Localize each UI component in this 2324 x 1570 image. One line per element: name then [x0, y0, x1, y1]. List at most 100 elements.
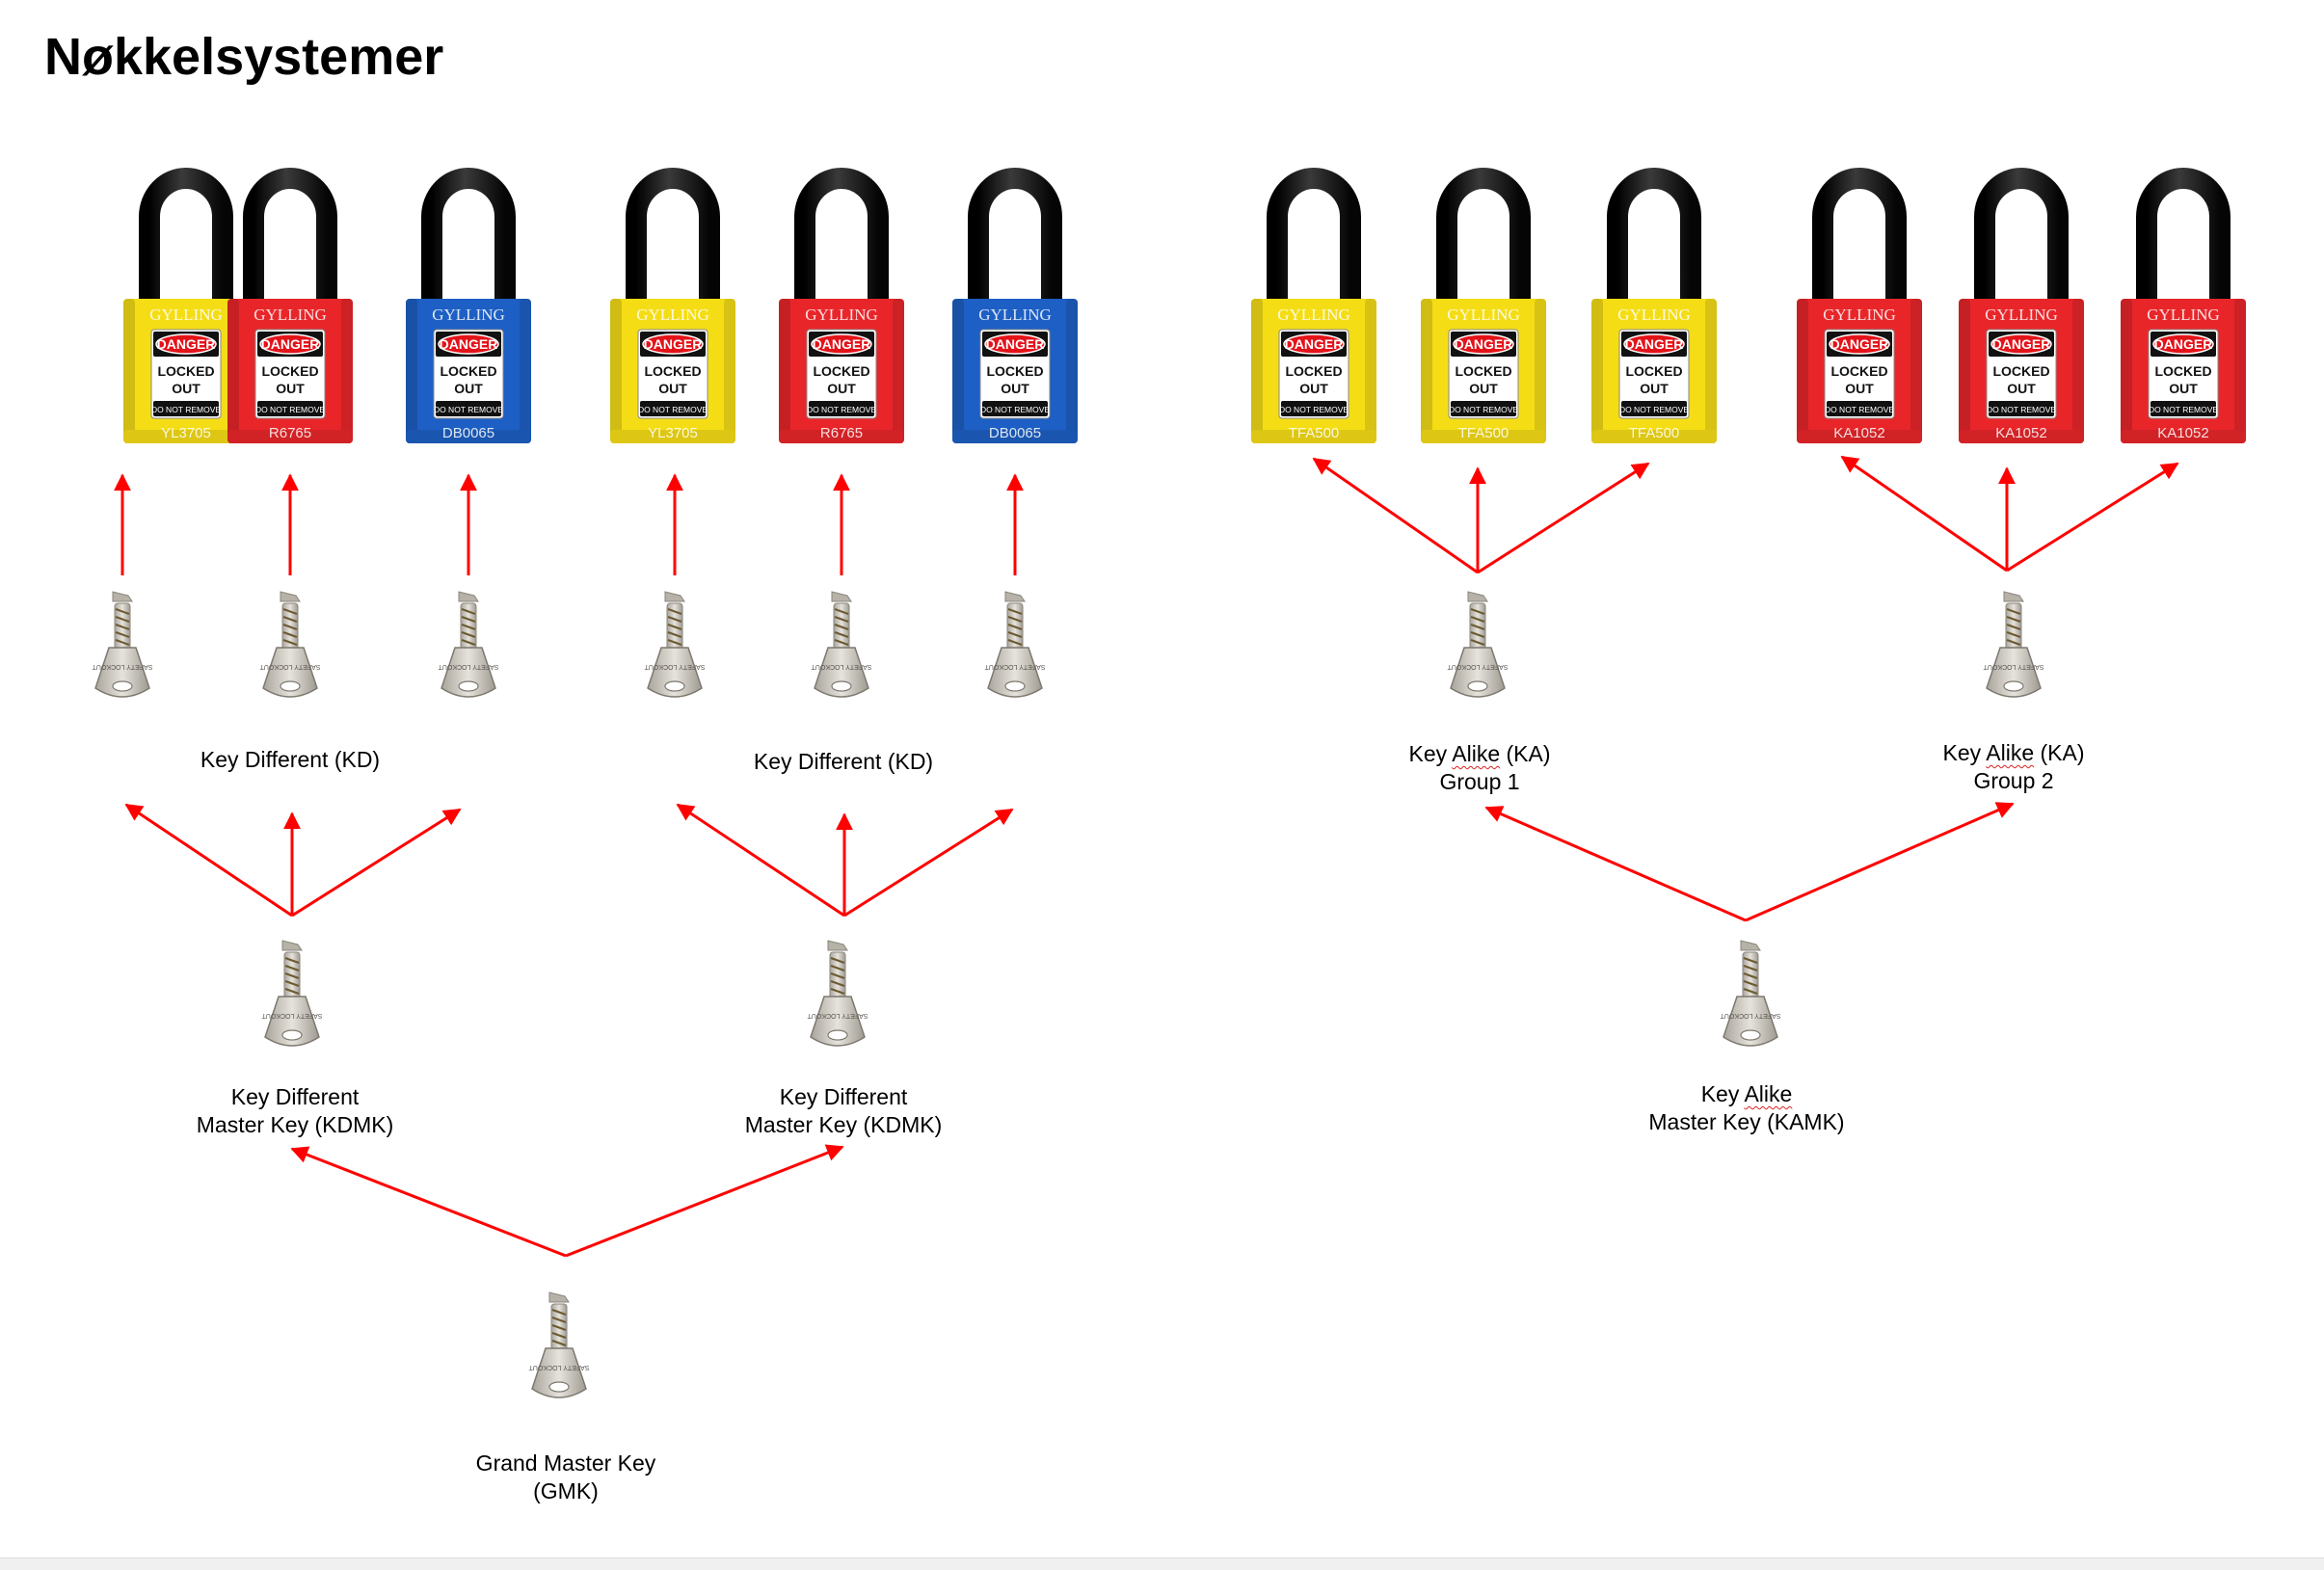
key-hole [1740, 1029, 1761, 1041]
label-ka-group-1: Key Alike (KA) Group 1 [1408, 741, 1551, 794]
key-hole [827, 1029, 848, 1041]
danger-text: DANGER [1992, 336, 2051, 352]
key-cut [834, 616, 849, 623]
key-cut [1007, 631, 1023, 638]
danger-oval [259, 333, 321, 355]
lock-body-shadow [227, 299, 239, 443]
key-hole [548, 1381, 570, 1393]
do-not-remove-text: DO NOT REMOVE [434, 405, 503, 414]
key-cut [282, 608, 298, 615]
key-hole [2003, 680, 2024, 692]
lock-body-base [227, 430, 353, 443]
do-not-remove-text: DO NOT REMOVE [1987, 405, 2056, 414]
key-cut [115, 624, 130, 630]
key-icon: SAFETY LOCKOUT [811, 591, 871, 698]
key-icon: SAFETY LOCKOUT [1983, 591, 2044, 698]
key-cut [1743, 957, 1758, 964]
brand-text: GYLLING [805, 306, 878, 324]
shackle [968, 168, 1062, 304]
lock-body-shadow [779, 299, 790, 443]
do-not-remove-band [1281, 401, 1347, 416]
do-not-remove-text: DO NOT REMOVE [638, 405, 708, 414]
arrow [565, 1144, 844, 1258]
key-hole [1004, 680, 1026, 692]
key-cut [284, 988, 300, 995]
key-bow [1723, 996, 1778, 1047]
lock-body-shadow [520, 299, 531, 443]
do-not-remove-text: DO NOT REMOVE [1449, 405, 1518, 414]
key-cut [282, 631, 298, 638]
key-stamp-text: SAFETY LOCKOUT [1983, 663, 2044, 670]
page-title: Nøkkelsystemer [44, 28, 444, 86]
lock-body-base [1959, 430, 2084, 443]
key-cut [284, 965, 300, 971]
do-not-remove-text: DO NOT REMOVE [1279, 405, 1349, 414]
key-bow [1986, 647, 2042, 698]
arrow [1312, 457, 1479, 574]
label-ka-group-2: Key Alike (KA) Group 2 [1942, 740, 2085, 793]
out-text: OUT [2007, 381, 2036, 396]
key-tip [831, 591, 852, 602]
arrow [124, 803, 293, 918]
keys-layer: SAFETY LOCKOUT SAFETY LOCKOUT SAFETY LOCKO… [92, 591, 2044, 1398]
danger-oval [438, 333, 499, 355]
key-icon: SAFETY LOCKOUT [984, 591, 1045, 698]
shackle [139, 168, 233, 304]
arrow [1484, 806, 1747, 922]
key-cut [284, 980, 300, 987]
key-cut [667, 608, 682, 615]
key-tip [664, 591, 685, 602]
key-cut [830, 988, 845, 995]
key-cut [1470, 616, 1485, 623]
out-text: OUT [658, 381, 687, 396]
brand-text: GYLLING [1617, 306, 1691, 324]
key-icon: SAFETY LOCKOUT [261, 940, 322, 1047]
lock-body-shadow [1365, 299, 1376, 443]
key-cut [282, 616, 298, 623]
key-bow [810, 996, 866, 1047]
danger-text: DANGER [1830, 336, 1889, 352]
danger-oval [642, 333, 704, 355]
key-cut [1007, 624, 1023, 630]
out-text: OUT [827, 381, 856, 396]
key-cut [1743, 972, 1758, 979]
key-cut [551, 1309, 567, 1316]
key-cut [834, 624, 849, 630]
key-tip [1740, 940, 1761, 951]
arrow [676, 803, 845, 918]
arrow [1840, 455, 2008, 572]
label-kamk: Key Alike Master Key (KAMK) [1648, 1081, 1845, 1134]
key-cut [2006, 624, 2021, 630]
key-cut [284, 957, 300, 964]
danger-oval [1453, 333, 1514, 355]
lock-body-shadow [2121, 299, 2132, 443]
shackle [2136, 168, 2231, 304]
do-not-remove-text: DO NOT REMOVE [151, 405, 221, 414]
lock-body-shadow [1910, 299, 1922, 443]
lock-body-shadow [1797, 299, 1808, 443]
key-icon: SAFETY LOCKOUT [1447, 591, 1509, 698]
brand-text: GYLLING [1447, 306, 1520, 324]
key-hole [664, 680, 685, 692]
label-kd-2: Key Different (KD) [753, 749, 934, 774]
shackle [1607, 168, 1701, 304]
danger-text: DANGER [157, 336, 216, 352]
key-cut [1470, 631, 1485, 638]
key-hole [1467, 680, 1488, 692]
lock-body-shadow [1251, 299, 1263, 443]
key-stamp-text: SAFETY LOCKOUT [1447, 663, 1509, 670]
danger-text: DANGER [986, 336, 1045, 352]
lock-body-shadow [610, 299, 622, 443]
shackle [1812, 168, 1907, 304]
label-kdmk-2: Key Different Master Key (KDMK) [744, 1084, 943, 1137]
locked-text: LOCKED [261, 363, 318, 379]
key-hole [458, 680, 479, 692]
lock-body-base [1421, 430, 1546, 443]
locked-text: LOCKED [157, 363, 214, 379]
arrow [290, 1146, 567, 1258]
lock-code: KA1052 [1995, 425, 2046, 441]
key-cut [461, 608, 476, 615]
